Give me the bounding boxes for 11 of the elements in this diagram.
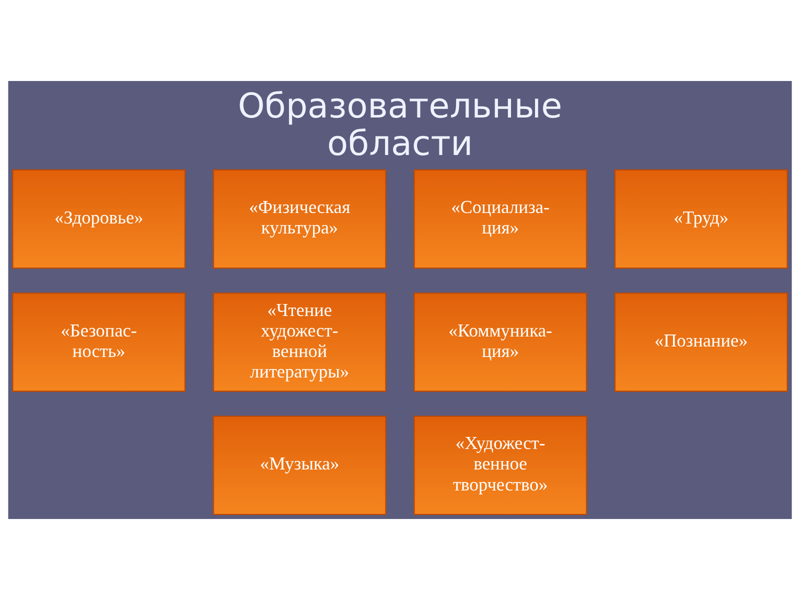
node-box: «Художест- венное творчество» [414,416,588,516]
node-box: «Музыка» [212,416,386,516]
node-box: «Безопас- ность» [12,292,186,392]
diagram-title: Образовательные области [238,86,562,164]
node-box: «Труд» [614,169,788,269]
node-box: «Здоровье» [12,169,186,269]
node-box: «Социализа- ция» [414,169,588,269]
node-box: «Познание» [614,292,788,392]
node-box: «Чтение художест- венной литературы» [212,292,386,392]
node-box: «Коммуника- ция» [414,292,588,392]
node-box: «Физическая культура» [212,169,386,269]
